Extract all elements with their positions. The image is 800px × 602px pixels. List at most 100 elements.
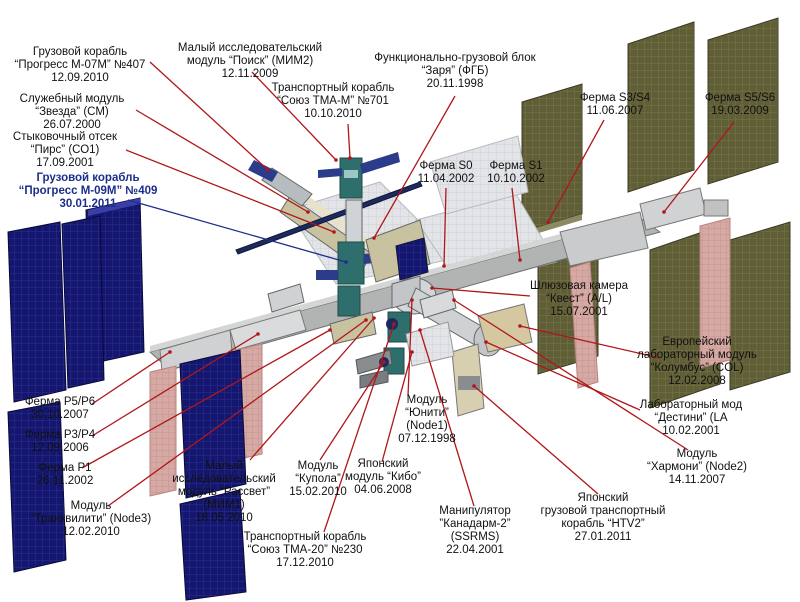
leader-tip-rassvet bbox=[372, 316, 376, 320]
label-zarya: Функционально-грузовой блок “Заря” (ФГБ)… bbox=[360, 52, 550, 91]
zvezda-line1: Служебный модуль bbox=[19, 93, 125, 105]
leader-htv2 bbox=[473, 385, 599, 495]
progress-m07m-line3: 12.09.2010 bbox=[51, 72, 109, 84]
leader-tranquility bbox=[107, 319, 367, 507]
s3s4-line1: Ферма S3/S4 bbox=[579, 92, 651, 104]
leader-tip-columbus bbox=[518, 324, 522, 328]
leader-tip-poisk bbox=[334, 158, 338, 162]
leader-tip-zarya bbox=[372, 236, 376, 240]
kibo-line1: Японский bbox=[357, 458, 409, 470]
canadarm2-line3: (SSRMS) bbox=[450, 531, 500, 543]
label-poisk: Малый исследовательский модуль “Поиск” (… bbox=[160, 42, 340, 81]
canadarm2-line4: 22.04.2001 bbox=[446, 544, 504, 556]
leader-tip-zvezda bbox=[306, 210, 310, 214]
s1-line1: Ферма S1 bbox=[489, 160, 543, 172]
leader-unity bbox=[407, 299, 413, 397]
leader-tip-soyuz-tma-m bbox=[348, 156, 352, 160]
label-quest: Шлюзовая камера “Квест” (A/L) 15.07.2001 bbox=[520, 280, 638, 319]
rassvet-line5: 18.05.2010 bbox=[195, 512, 253, 524]
pirs-line3: 17.09.2001 bbox=[36, 157, 94, 169]
label-progress-m09m: Грузовой корабль “Прогресс М-09М” №409 3… bbox=[14, 172, 162, 211]
progress-m07m-line2: “Прогресс М-07М” №407 bbox=[14, 59, 146, 71]
leader-tip-p5p6 bbox=[168, 350, 172, 354]
cupola-line3: 15.02.2010 bbox=[289, 486, 347, 498]
label-columbus: Европейский лабораторный модуль “Колумбу… bbox=[634, 336, 760, 388]
cupola-line1: Модуль bbox=[297, 460, 339, 472]
p3p4-line2: 12.09.2006 bbox=[31, 442, 89, 454]
leader-tip-unity bbox=[410, 298, 414, 302]
leader-harmony bbox=[453, 299, 689, 451]
leader-zvezda bbox=[135, 109, 309, 213]
leader-progress-m07m bbox=[149, 61, 269, 171]
cupola-line2: “Купола” bbox=[295, 473, 341, 485]
soyuz-tma-m-line1: Транспортный корабль bbox=[271, 82, 395, 94]
leader-soyuz-tma20 bbox=[323, 323, 395, 533]
leader-tip-p3p4 bbox=[256, 332, 260, 336]
zarya-line2: “Заря” (ФГБ) bbox=[421, 65, 489, 77]
unity-line1: Модуль bbox=[406, 394, 448, 406]
leader-progress-m09m bbox=[127, 199, 347, 263]
label-s1: Ферма S1 10.10.2002 bbox=[480, 160, 552, 186]
leader-tip-canadarm2 bbox=[418, 328, 422, 332]
progress-m09m-line3: 30.01.2011 bbox=[59, 198, 117, 210]
leader-destiny bbox=[485, 341, 641, 411]
quest-line3: 15.07.2001 bbox=[550, 306, 608, 318]
label-progress-m07m: Грузовой корабль “Прогресс М-07М” №407 1… bbox=[10, 46, 150, 85]
harmony-line3: 14.11.2007 bbox=[668, 474, 726, 486]
leader-s0 bbox=[443, 187, 447, 267]
label-harmony: Модуль “Хармони” (Node2) 14.11.2007 bbox=[634, 448, 760, 487]
leader-zarya bbox=[373, 95, 456, 239]
russian-segment bbox=[235, 152, 431, 317]
leader-s3s4 bbox=[547, 119, 605, 223]
destiny-line1: Лабораторный мод bbox=[639, 399, 743, 411]
leader-tip-soyuz-tma20 bbox=[392, 322, 396, 326]
leader-p5p6 bbox=[91, 351, 171, 405]
soyuz-tma20-line2: “Союз ТМА-20” №230 bbox=[247, 544, 363, 556]
kibo-line3: 04.06.2008 bbox=[354, 484, 412, 496]
s3s4-line2: 11.06.2007 bbox=[586, 105, 644, 117]
destiny-line3: 10.02.2001 bbox=[662, 425, 720, 437]
soyuz-tma-m-line2: “Союз ТМА-М” №701 bbox=[277, 95, 389, 107]
columbus-line3: “Колумбус” (COL) bbox=[650, 362, 744, 374]
leader-lines bbox=[81, 61, 735, 533]
leader-tip-harmony bbox=[452, 298, 456, 302]
p5p6-line2: 30.10.2007 bbox=[31, 409, 89, 421]
harmony-line2: “Хармони” (Node2) bbox=[647, 461, 747, 473]
quest-line1: Шлюзовая камера bbox=[530, 280, 628, 292]
unity-line3: (Node1) bbox=[406, 420, 448, 432]
rassvet-line1: Малый bbox=[205, 460, 243, 472]
label-s0: Ферма S0 11.04.2002 bbox=[410, 160, 482, 186]
label-soyuz-tma-m: Транспортный корабль “Союз ТМА-М” №701 1… bbox=[262, 82, 404, 121]
label-destiny: Лабораторный мод “Дестини” (LA 10.02.200… bbox=[626, 399, 756, 438]
leader-cupola bbox=[319, 361, 385, 461]
columbus-line2: лабораторный модуль bbox=[637, 349, 757, 361]
leader-rassvet bbox=[249, 317, 375, 461]
zarya-line1: Функционально-грузовой блок bbox=[374, 52, 536, 64]
label-p1: Ферма P1 26.11.2002 bbox=[20, 462, 110, 488]
leader-tip-p1 bbox=[328, 328, 332, 332]
leader-tip-progress-m09m bbox=[344, 260, 348, 264]
soyuz-tma20-line3: 17.12.2010 bbox=[276, 557, 334, 569]
leader-tip-kibo bbox=[410, 350, 414, 354]
progress-m09m-line2: “Прогресс М-09М” №409 bbox=[18, 185, 158, 197]
tranquility-line2: “Транквилити” (Node3) bbox=[30, 513, 152, 525]
leader-tip-quest bbox=[430, 286, 434, 290]
pirs-line2: “Пирс” (СО1) bbox=[30, 144, 100, 156]
rassvet-line3: модуль “Рассвет” bbox=[177, 486, 271, 498]
s1-line2: 10.10.2002 bbox=[487, 173, 545, 185]
label-s5s6: Ферма S5/S6 19.03.2009 bbox=[690, 92, 790, 118]
harmony-line1: Модуль bbox=[676, 448, 718, 460]
quest-line2: “Квест” (A/L) bbox=[546, 293, 612, 305]
leader-soyuz-tma-m bbox=[347, 123, 351, 159]
label-zvezda: Служебный модуль “Звезда” (СМ) 26.07.200… bbox=[8, 93, 136, 132]
s0-line1: Ферма S0 bbox=[419, 160, 473, 172]
p1-line2: 26.11.2002 bbox=[36, 475, 94, 487]
progress-m07m-line1: Грузовой корабль bbox=[32, 46, 128, 58]
tranquility-line3: 12.02.2010 bbox=[62, 526, 120, 538]
unity-line4: 07.12.1998 bbox=[398, 433, 456, 445]
leader-tip-s1 bbox=[518, 258, 522, 262]
leader-tip-progress-m07m bbox=[266, 168, 270, 172]
p5p6-line1: Ферма P5/P6 bbox=[24, 396, 96, 408]
